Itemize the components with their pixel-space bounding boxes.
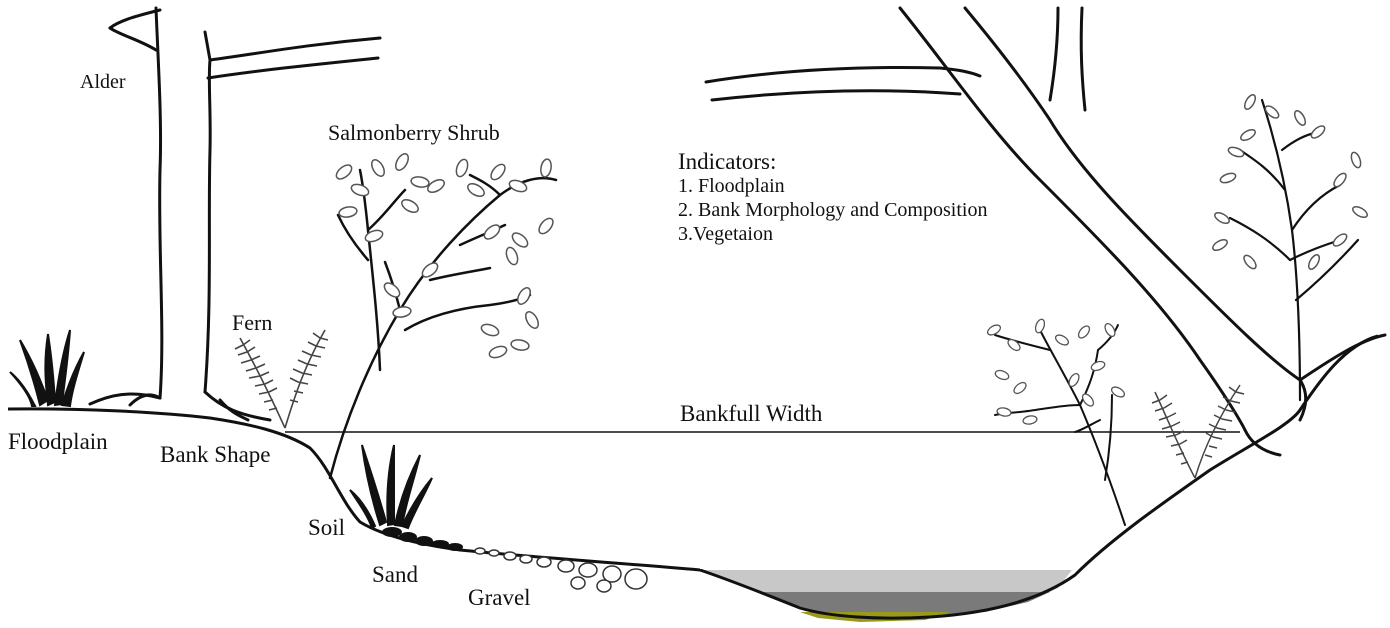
bed-soil [382, 527, 463, 551]
alder-label: Alder [80, 72, 126, 92]
indicators-legend: Indicators: 1. Floodplain 2. Bank Morpho… [678, 150, 987, 246]
indicators-title: Indicators: [678, 150, 987, 174]
bank-shape-label: Bank Shape [160, 443, 271, 466]
fern-label: Fern [232, 312, 272, 334]
grass-tuft-floodplain [10, 330, 84, 406]
right-small-shrub [995, 325, 1125, 525]
right-tall-shrub-leaves [1211, 93, 1369, 271]
bankfull-width-label: Bankfull Width [680, 402, 822, 425]
salmonberry-leaves [334, 152, 556, 360]
indicator-item: 1. Floodplain [678, 174, 987, 198]
indicator-item: 2. Bank Morphology and Composition [678, 198, 987, 222]
right-small-shrub-leaves [986, 318, 1126, 425]
salmonberry-shrub-label: Salmonberry Shrub [328, 122, 500, 144]
fern-plant-left [235, 330, 328, 428]
channel-water [700, 570, 1072, 622]
grass-tuft-bank [350, 445, 432, 528]
soil-label: Soil [308, 516, 345, 539]
floodplain-label: Floodplain [8, 430, 108, 453]
gravel-label: Gravel [468, 586, 531, 609]
ground-profile-line [8, 336, 1378, 618]
sand-label: Sand [372, 563, 418, 586]
alder-tree [90, 8, 380, 420]
indicator-item: 3.Vegetaion [678, 222, 987, 246]
